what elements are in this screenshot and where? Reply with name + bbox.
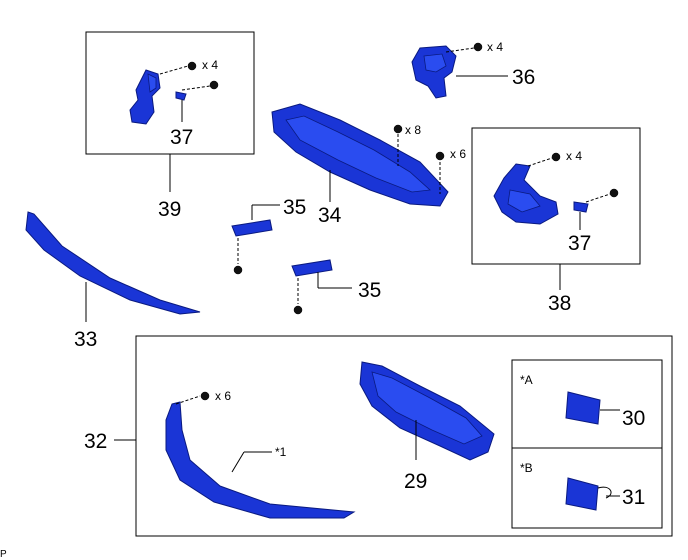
bolt-icon bbox=[200, 391, 210, 401]
emblem-31-shape bbox=[565, 477, 612, 511]
part-box-38 bbox=[471, 127, 641, 265]
bolt-icon bbox=[435, 151, 445, 161]
bracket-38-shape bbox=[493, 163, 589, 225]
clip-35-upper-shape bbox=[231, 219, 273, 237]
garnish-strip-33-shape bbox=[25, 211, 201, 315]
bolt-icon bbox=[473, 42, 483, 52]
bolt-icon bbox=[293, 305, 303, 315]
quantity-label-34a: x 8 bbox=[405, 123, 421, 137]
quantity-label-38: x 4 bbox=[566, 149, 582, 163]
callout-star-1: *1 bbox=[275, 445, 287, 459]
bolt-icon bbox=[609, 188, 619, 198]
bolt-icon bbox=[551, 152, 561, 162]
part-number-33: 33 bbox=[74, 328, 97, 351]
clip-35-lower-shape bbox=[291, 259, 333, 277]
quantity-label-32: x 6 bbox=[215, 389, 231, 403]
variant-box-b bbox=[511, 447, 663, 529]
corner-code: P bbox=[0, 549, 7, 560]
grille-29-shape bbox=[359, 361, 495, 461]
part-number-32: 32 bbox=[84, 430, 107, 453]
emblem-30-shape bbox=[565, 391, 601, 425]
part-number-39: 39 bbox=[158, 198, 181, 221]
part-number-36: 36 bbox=[512, 66, 535, 89]
quantity-label-36: x 4 bbox=[487, 40, 503, 54]
bolt-icon bbox=[187, 61, 197, 71]
part-number-30: 30 bbox=[622, 407, 645, 430]
bolt-icon bbox=[209, 80, 219, 90]
bracket-39-shape bbox=[129, 69, 187, 125]
part-box-32 bbox=[135, 335, 673, 537]
part-number-38: 38 bbox=[548, 292, 571, 315]
quantity-label-39: x 4 bbox=[202, 58, 218, 72]
part-number-35-lower: 35 bbox=[358, 279, 381, 302]
bracket-36-shape bbox=[411, 45, 457, 99]
support-bar-34-shape bbox=[271, 103, 449, 207]
part-number-37-right: 37 bbox=[568, 232, 591, 255]
part-number-31: 31 bbox=[622, 486, 645, 509]
bolt-icon bbox=[233, 265, 243, 275]
quantity-label-34b: x 6 bbox=[450, 147, 466, 161]
bolt-icon bbox=[393, 124, 403, 134]
part-number-35-upper: 35 bbox=[283, 196, 306, 219]
variant-label-a: *A bbox=[520, 373, 533, 387]
part-number-29: 29 bbox=[404, 470, 427, 493]
part-number-34: 34 bbox=[318, 204, 342, 227]
grille-frame-32-shape bbox=[165, 401, 356, 519]
variant-label-b: *B bbox=[520, 461, 533, 475]
part-number-37-left: 37 bbox=[170, 126, 193, 149]
